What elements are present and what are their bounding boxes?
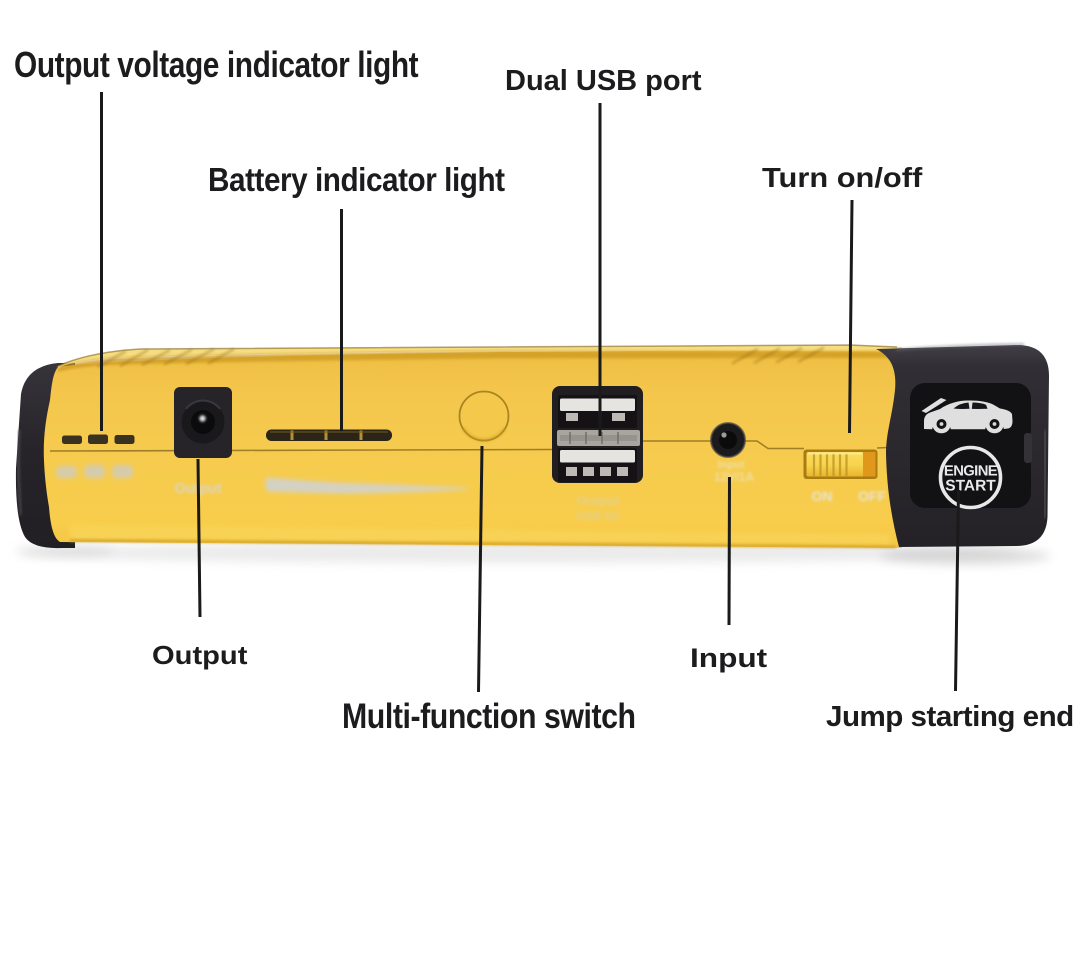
svg-text:USB 5V: USB 5V [576, 509, 619, 523]
svg-text:12V/1A: 12V/1A [714, 470, 754, 484]
svg-text:Input: Input [718, 459, 745, 471]
svg-text:START: START [945, 478, 996, 495]
svg-text:Output: Output [577, 493, 620, 508]
svg-text:OFF: OFF [858, 488, 886, 504]
svg-text:ENGINE: ENGINE [944, 464, 998, 480]
svg-text:ON: ON [812, 488, 833, 504]
